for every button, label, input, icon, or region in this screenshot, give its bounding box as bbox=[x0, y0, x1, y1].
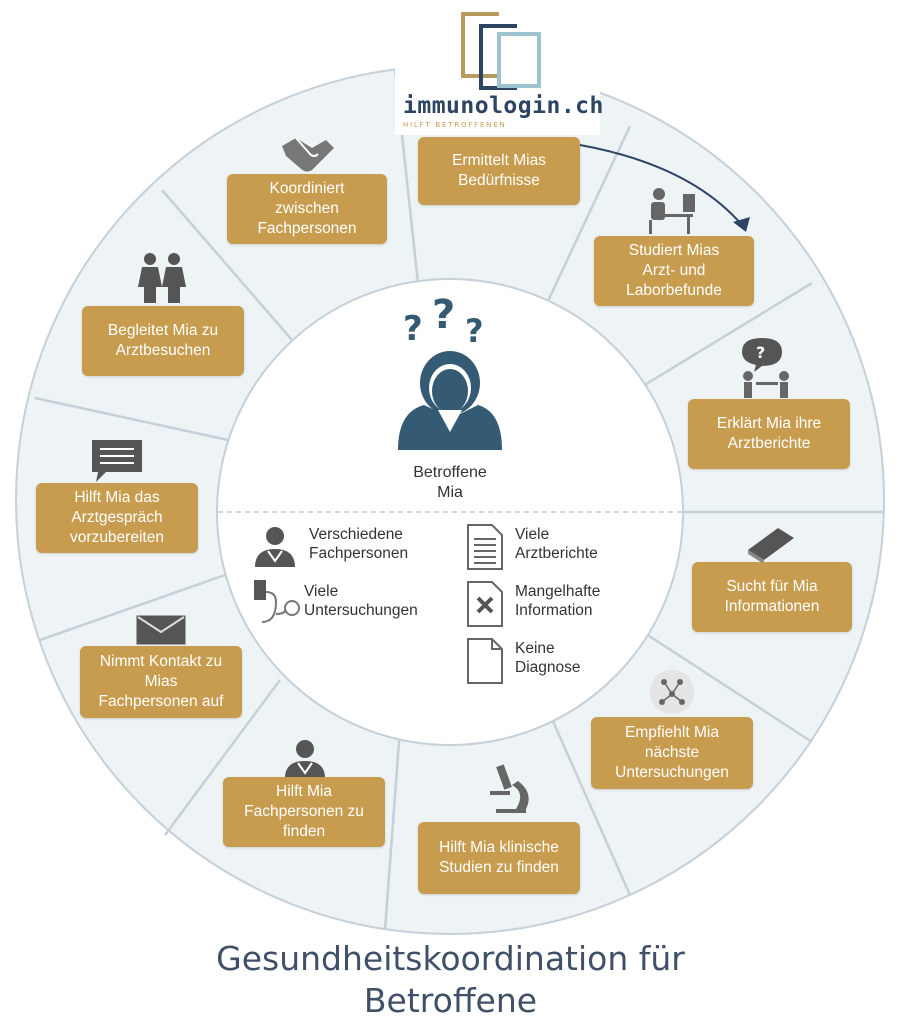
svg-text:?: ? bbox=[756, 343, 765, 362]
service-box-arztbesuche: Begleitet Mia zu Arztbesuchen bbox=[82, 306, 244, 376]
service-box-fachpersonen-finden: Hilft Mia Fachpersonen zu finden bbox=[223, 777, 385, 847]
flow-arrow-head bbox=[733, 217, 750, 232]
document-x-icon bbox=[467, 581, 503, 627]
handshake-icon bbox=[282, 137, 334, 172]
book-icon bbox=[748, 528, 794, 564]
document-lines-icon bbox=[467, 524, 503, 570]
service-box-informationen: Sucht für Mia Informationen bbox=[692, 562, 852, 632]
svg-text:?: ? bbox=[465, 312, 484, 350]
doctor-icon bbox=[255, 527, 295, 567]
network-icon bbox=[650, 670, 694, 714]
inner-circle bbox=[216, 278, 684, 746]
blood-pressure-icon bbox=[254, 580, 300, 623]
problem-label-arztberichte: Viele Arztberichte bbox=[515, 526, 598, 562]
person-icon bbox=[398, 351, 502, 450]
microscope-icon bbox=[490, 764, 529, 813]
problem-label-information: Mangelhafte Information bbox=[515, 583, 601, 619]
svg-text:?: ? bbox=[403, 309, 423, 349]
problem-label-diagnose: Keine Diagnose bbox=[515, 640, 581, 676]
flow-arrow bbox=[579, 144, 743, 226]
logo-mark bbox=[461, 12, 541, 90]
logo-text: immunologin.ch bbox=[403, 93, 604, 119]
service-box-studien: Hilft Mia klinische Studien zu finden bbox=[418, 822, 580, 894]
person-at-computer-icon bbox=[649, 188, 695, 234]
service-box-untersuchungen: Empfiehlt Mia nächste Untersuchungen bbox=[591, 717, 753, 789]
problem-label-untersuchungen: Viele Untersuchungen bbox=[304, 583, 418, 619]
envelope-icon bbox=[136, 615, 186, 645]
center-person-label: Betroffene Mia bbox=[413, 464, 487, 501]
question-marks-icon: ? ? ? bbox=[403, 292, 484, 350]
doctor-icon bbox=[285, 740, 325, 778]
service-box-arztberichte: Erklärt Mia ihre Arztberichte bbox=[688, 399, 850, 469]
service-box-kontakt: Nimmt Kontakt zu Mias Fachpersonen auf bbox=[80, 646, 242, 718]
consultation-icon: ? bbox=[742, 338, 789, 398]
speech-bubble-icon bbox=[92, 440, 142, 482]
service-box-arztgespraech: Hilft Mia das Arztgespräch vorzubereiten bbox=[36, 483, 198, 553]
page-title: Gesundheitskoordination für Betroffene bbox=[216, 939, 685, 1020]
service-box-koordination: Koordiniert zwischen Fachpersonen bbox=[227, 174, 387, 244]
logo-tagline: HILFT BETROFFENEN bbox=[403, 121, 507, 129]
service-box-beduerfnisse: Ermittelt Mias Bedürfnisse bbox=[418, 137, 580, 205]
svg-text:?: ? bbox=[432, 292, 455, 338]
two-women-icon bbox=[138, 253, 186, 303]
blank-document-icon bbox=[467, 638, 503, 684]
immunologin-logo: immunologin.ch HILFT BETROFFENEN bbox=[395, 10, 603, 135]
problem-label-fachpersonen: Verschiedene Fachpersonen bbox=[309, 526, 409, 562]
service-box-befunde: Studiert Mias Arzt- und Laborbefunde bbox=[594, 236, 754, 306]
